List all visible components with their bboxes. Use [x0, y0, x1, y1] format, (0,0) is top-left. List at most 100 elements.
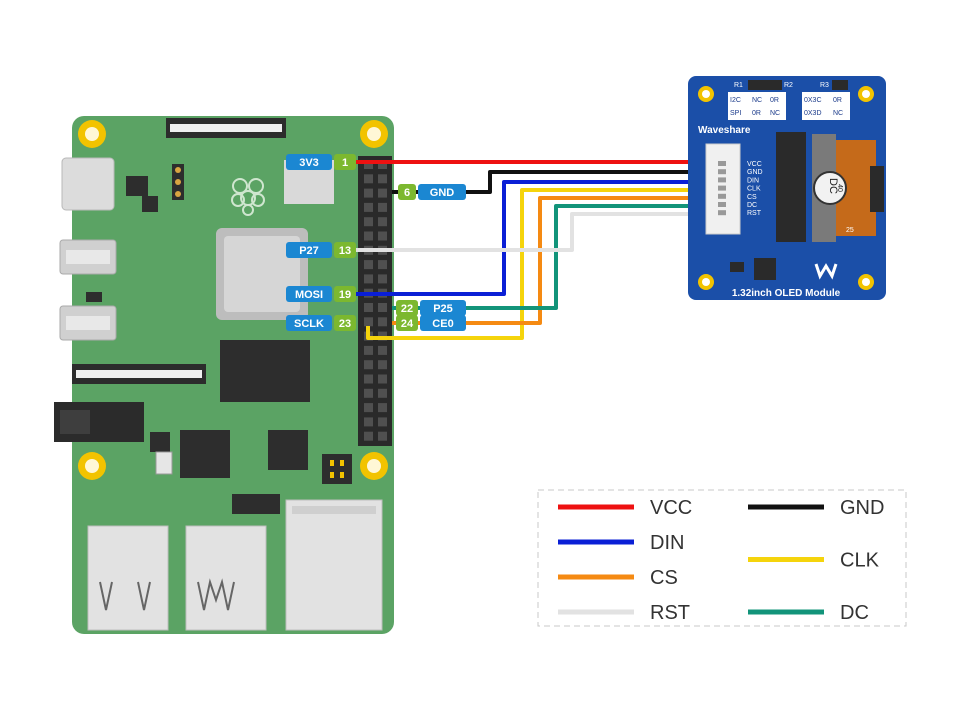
- gpio-header: [358, 156, 392, 446]
- gpio-pin: [364, 431, 373, 441]
- mounting-hole: [360, 452, 388, 480]
- pin-name: CE0: [432, 318, 453, 330]
- gpio-pin: [378, 374, 387, 384]
- pin-name: 3V3: [299, 157, 319, 169]
- usb-c-port: [61, 157, 115, 211]
- svg-text:0X3C: 0X3C: [804, 97, 822, 104]
- svg-text:0X3D: 0X3D: [804, 110, 822, 117]
- mounting-hole: [360, 120, 388, 148]
- legend-item-din: DIN: [558, 532, 684, 554]
- pin-name: P25: [433, 303, 453, 315]
- svg-text:25: 25: [846, 227, 854, 234]
- raspberry-pi-board: [54, 116, 394, 634]
- pin-badge-p25: 22 P25: [396, 300, 466, 316]
- pin-badge-mosi: MOSI 19: [286, 286, 356, 302]
- usb-port: [185, 525, 267, 631]
- svg-text:I2C: I2C: [730, 97, 741, 104]
- pin-badge-p27: P27 13: [286, 242, 356, 258]
- poe-header: [322, 454, 352, 484]
- usb-controller-chip: [180, 430, 230, 478]
- oled-pin-label: GND: [747, 169, 763, 176]
- gpio-pin: [378, 217, 387, 227]
- gpio-pin: [378, 274, 387, 284]
- svg-text:0R: 0R: [833, 97, 842, 104]
- gpio-pin: [378, 160, 387, 169]
- gpio-pin: [378, 431, 387, 441]
- svg-text:0R: 0R: [752, 110, 761, 117]
- gpio-pin: [364, 388, 373, 398]
- pin-number: 19: [339, 289, 351, 301]
- oled-r3-label: R3: [820, 82, 829, 89]
- gpio-pin: [364, 345, 373, 355]
- ram-chip: [220, 340, 310, 402]
- legend-label: VCC: [650, 497, 692, 519]
- gpio-pin: [364, 374, 373, 384]
- oled-interface-table: I2C NC 0R SPI 0R NC: [728, 92, 786, 120]
- gpio-pin: [378, 174, 387, 184]
- legend-item-dc: DC: [748, 602, 869, 624]
- svg-text:NC: NC: [752, 97, 762, 104]
- legend-label: GND: [840, 497, 884, 519]
- oled-pin-label: DIN: [747, 177, 759, 184]
- svg-text:NC: NC: [833, 110, 843, 117]
- gpio-pin: [364, 260, 373, 270]
- gpio-pin: [364, 403, 373, 413]
- gpio-pin: [364, 274, 373, 284]
- gpio-pin: [364, 231, 373, 241]
- ethernet-chip: [268, 430, 308, 470]
- pin-number: 6: [404, 187, 410, 199]
- gpio-pin: [364, 174, 373, 184]
- legend-item-vcc: VCC: [558, 497, 692, 519]
- gpio-pin: [378, 403, 387, 413]
- oled-brand: Waveshare: [698, 125, 751, 136]
- mounting-hole: [78, 120, 106, 148]
- wire-dc: [392, 204, 718, 310]
- gpio-pin: [378, 202, 387, 212]
- gpio-pin: [364, 360, 373, 370]
- legend-label: DIN: [650, 532, 684, 554]
- pin-number: 13: [339, 245, 351, 257]
- gpio-pin: [378, 360, 387, 370]
- pin-badge-3v3: 3V3 1: [286, 154, 356, 170]
- gpio-pin: [378, 417, 387, 427]
- gpio-pin: [378, 231, 387, 241]
- gpio-pin: [378, 345, 387, 355]
- oled-address-table: 0X3C 0R 0X3D NC: [802, 92, 850, 120]
- gpio-pin: [364, 317, 373, 327]
- oled-pin-label: CS: [747, 194, 757, 201]
- oled-pin-label: VCC: [747, 161, 762, 168]
- pin-number: 24: [401, 318, 414, 330]
- legend-item-clk: CLK: [748, 550, 880, 572]
- oled-r1-label: R1: [734, 82, 743, 89]
- gpio-pin: [364, 417, 373, 427]
- svg-text:40: 40: [836, 184, 843, 192]
- legend-item-gnd: GND: [748, 497, 884, 519]
- pin-badge-sclk: SCLK 23: [286, 315, 356, 331]
- oled-capacitor: [813, 171, 847, 205]
- legend-item-rst: RST: [558, 602, 690, 624]
- legend-label: RST: [650, 602, 690, 624]
- pin-badge-ce0: 24 CE0: [396, 315, 466, 331]
- oled-pin-label: DC: [747, 202, 757, 209]
- wire-rst: [356, 212, 718, 252]
- oled-title: 1.32inch OLED Module: [732, 288, 841, 299]
- svg-text:DC: DC: [827, 178, 839, 194]
- legend-label: CLK: [840, 550, 880, 572]
- pin-number: 23: [339, 318, 351, 330]
- pin-name: MOSI: [295, 289, 323, 301]
- raspberry-logo-icon: [231, 178, 265, 216]
- waveshare-logo-icon: [814, 263, 838, 280]
- mounting-hole: [78, 452, 106, 480]
- gpio-pin: [364, 188, 373, 198]
- gpio-pin: [364, 202, 373, 212]
- wire-din: [356, 180, 718, 296]
- wire-clk: [366, 188, 718, 340]
- pin-name: P27: [299, 245, 319, 257]
- svg-text:SPI: SPI: [730, 110, 741, 117]
- pin-number: 22: [401, 303, 413, 315]
- gpio-pin: [378, 303, 387, 312]
- gpio-pin: [364, 303, 373, 312]
- oled-pin-label: RST: [747, 210, 762, 217]
